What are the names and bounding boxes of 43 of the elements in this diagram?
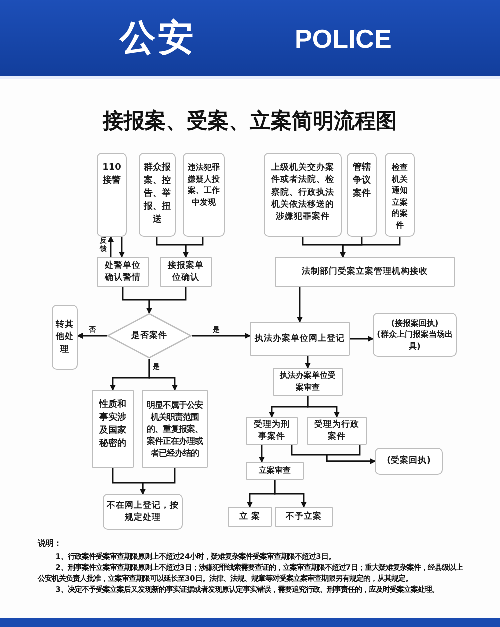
- arrow: [108, 236, 114, 257]
- process-box: 处警单位确认警情: [97, 257, 149, 287]
- diagram-title: 接报案、受案、立案简明流程图: [102, 108, 398, 135]
- process-box: 不予立案: [275, 507, 333, 527]
- arrow: [183, 237, 204, 258]
- process-box: 上级机关交办案件或者法院、检察院、行政执法机关依法移送的涉嫌犯罪案件: [264, 153, 342, 237]
- arrow: [148, 359, 178, 391]
- arrow: [350, 336, 374, 342]
- process-box: 受理为刑事案件: [246, 417, 298, 445]
- arrow: [326, 445, 376, 464]
- process-box: 110接警: [97, 153, 127, 237]
- arrow: [77, 333, 107, 339]
- decision-diamond: 是否案件: [107, 313, 192, 359]
- arrow: [192, 333, 251, 339]
- process-box: (受案回执): [375, 448, 443, 475]
- arrow: [340, 237, 401, 258]
- arrow: [140, 468, 176, 495]
- process-box: 转其他处理: [52, 305, 78, 370]
- header-subtitle: POLICE: [295, 24, 392, 55]
- process-box: 立 案: [228, 507, 272, 527]
- process-box: 违法犯罪嫌疑人投案、工作中发现: [183, 153, 225, 237]
- process-box: 明显不属于公安机关职责范围的、重复报案、案件正在办理或者已经办结的: [142, 390, 208, 468]
- arrow: [305, 356, 311, 369]
- arrow: [297, 287, 303, 323]
- notes-heading: 说明：: [38, 538, 63, 549]
- process-box: (接报案回执) (群众上门报案当场出具): [373, 313, 457, 357]
- arrow: [274, 480, 307, 508]
- arrow: [119, 237, 125, 258]
- process-box: 管辖争议案件: [347, 153, 377, 237]
- process-box: 执法办案单位网上登记: [250, 322, 350, 356]
- process-box: 法制部门受案立案管理机构接收: [275, 257, 455, 287]
- process-box: 立案审查: [246, 462, 304, 480]
- process-box: 接报案单位确认: [160, 257, 212, 287]
- process-box: 执法办案单位受案审查: [273, 368, 343, 396]
- process-box: 性质和事实涉及国家秘密的: [92, 390, 134, 468]
- arrow: [307, 396, 340, 418]
- arrow: [259, 445, 265, 463]
- process-box: 群众报案、控告、举报、扭送: [139, 153, 176, 237]
- arrow: [146, 287, 187, 314]
- header-title: 公安: [120, 17, 196, 61]
- process-box: 受理为行政案件: [307, 417, 367, 445]
- process-box: 检查机关通知立案的案件: [385, 153, 415, 237]
- process-box: 不在网上登记，按规定处理: [103, 494, 183, 530]
